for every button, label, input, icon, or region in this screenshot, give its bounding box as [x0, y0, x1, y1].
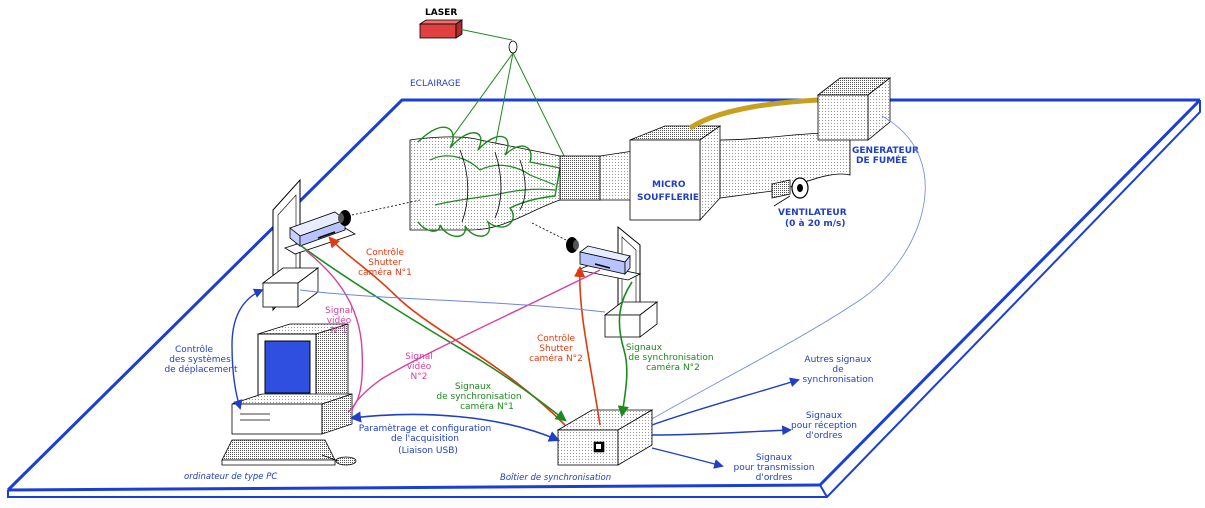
controle-cam1-label-2: Shutter — [368, 258, 402, 268]
controle-deplacement-label-1: Contrôle — [175, 344, 214, 355]
signal-video2-label-1: Signal — [405, 352, 433, 362]
transmission-label-2: pour transmission — [734, 463, 815, 473]
wire-transmission — [651, 447, 724, 469]
transmission-label-1: Signaux — [756, 453, 793, 463]
boitier-caption: Boîtier de synchronisation — [500, 473, 611, 483]
micro-wind-tunnel — [409, 97, 851, 238]
signal-video2-label-3: N°2 — [411, 372, 428, 382]
ordinateur-caption: ordinateur de type PC — [184, 472, 277, 482]
parametrage-label-2: de l'acquisition — [391, 434, 459, 444]
autres-signaux-label-2: de — [832, 365, 844, 375]
parametrage-label-3: (Liaison USB) — [398, 446, 458, 456]
ventilateur-label-1: VENTILATEUR — [778, 208, 847, 218]
ventilateur-label-2: (0 à 20 m/s) — [785, 219, 846, 229]
wire-sync-cam1 — [299, 244, 567, 422]
signal-video1-label-1: Signal — [325, 306, 353, 316]
micro-soufflerie-label-2: SOUFFLERIE — [637, 193, 699, 203]
controle-cam1-label-1: Contrôle — [366, 247, 405, 258]
controle-deplacement-label-2: des systèmes — [169, 354, 231, 365]
camera-2-assembly — [566, 225, 659, 338]
wire-shutter-cam1 — [328, 236, 566, 426]
signal-video2-label-2: vidéo — [407, 361, 432, 372]
camera-1-assembly — [261, 178, 356, 312]
reception-label-2: pour réception — [791, 420, 857, 431]
sync-cam1-label-1: Signaux — [455, 382, 492, 392]
laser-label: LASER — [425, 8, 457, 18]
micro-soufflerie-label-1: MICRO — [652, 180, 686, 190]
wire-sync-cam2 — [617, 281, 633, 418]
parametrage-label-1: Paramètrage et configuration — [359, 423, 492, 434]
sync-cam2-label-2: de synchronisation — [628, 353, 713, 363]
generateur-label-2: DE FUMÉE — [856, 154, 907, 166]
signal-video1-label-3: N°1 — [331, 326, 348, 336]
generateur-label-1: GENERATEUR — [852, 146, 919, 156]
camera-2-view-line — [529, 221, 567, 241]
wire-generator-to-box — [649, 115, 926, 421]
wire-shutter-cam2 — [573, 265, 601, 426]
pc-computer — [221, 323, 357, 466]
controle-deplacement-label-3: de déplacement — [164, 364, 238, 375]
sync-cam1-label-2: de synchronisation — [436, 392, 521, 402]
autres-signaux-label-3: synchronisation — [802, 375, 873, 385]
eclairage-label: ECLAIRAGE — [410, 79, 461, 89]
laser-unit — [418, 19, 518, 54]
wire-autres-sync — [651, 377, 800, 426]
sync-cam2-label-3: caméra N°2 — [646, 362, 700, 373]
wire-reception — [651, 425, 792, 436]
wire-video-2 — [351, 269, 601, 413]
smoke-generator — [816, 77, 892, 141]
wire-usb — [349, 411, 561, 442]
sync-cam1-label-3: caméra N°1 — [460, 401, 514, 412]
wire-displacement-control — [231, 288, 264, 410]
reception-label-3: d'ordres — [806, 431, 843, 441]
controle-cam2-label-2: Shutter — [539, 344, 573, 354]
wire-displacement-cam2 — [299, 289, 606, 313]
controle-cam2-label-3: caméra N°2 — [529, 353, 583, 364]
reception-label-1: Signaux — [806, 411, 843, 421]
sync-cam2-label-1: Signaux — [626, 343, 663, 353]
controle-cam1-label-3: caméra N°1 — [358, 267, 412, 278]
transmission-label-3: d'ordres — [756, 473, 793, 483]
autres-signaux-label-1: Autres signaux — [804, 355, 872, 365]
controle-cam2-label-1: Contrôle — [537, 333, 576, 344]
signal-video1-label-2: vidéo — [327, 315, 352, 326]
